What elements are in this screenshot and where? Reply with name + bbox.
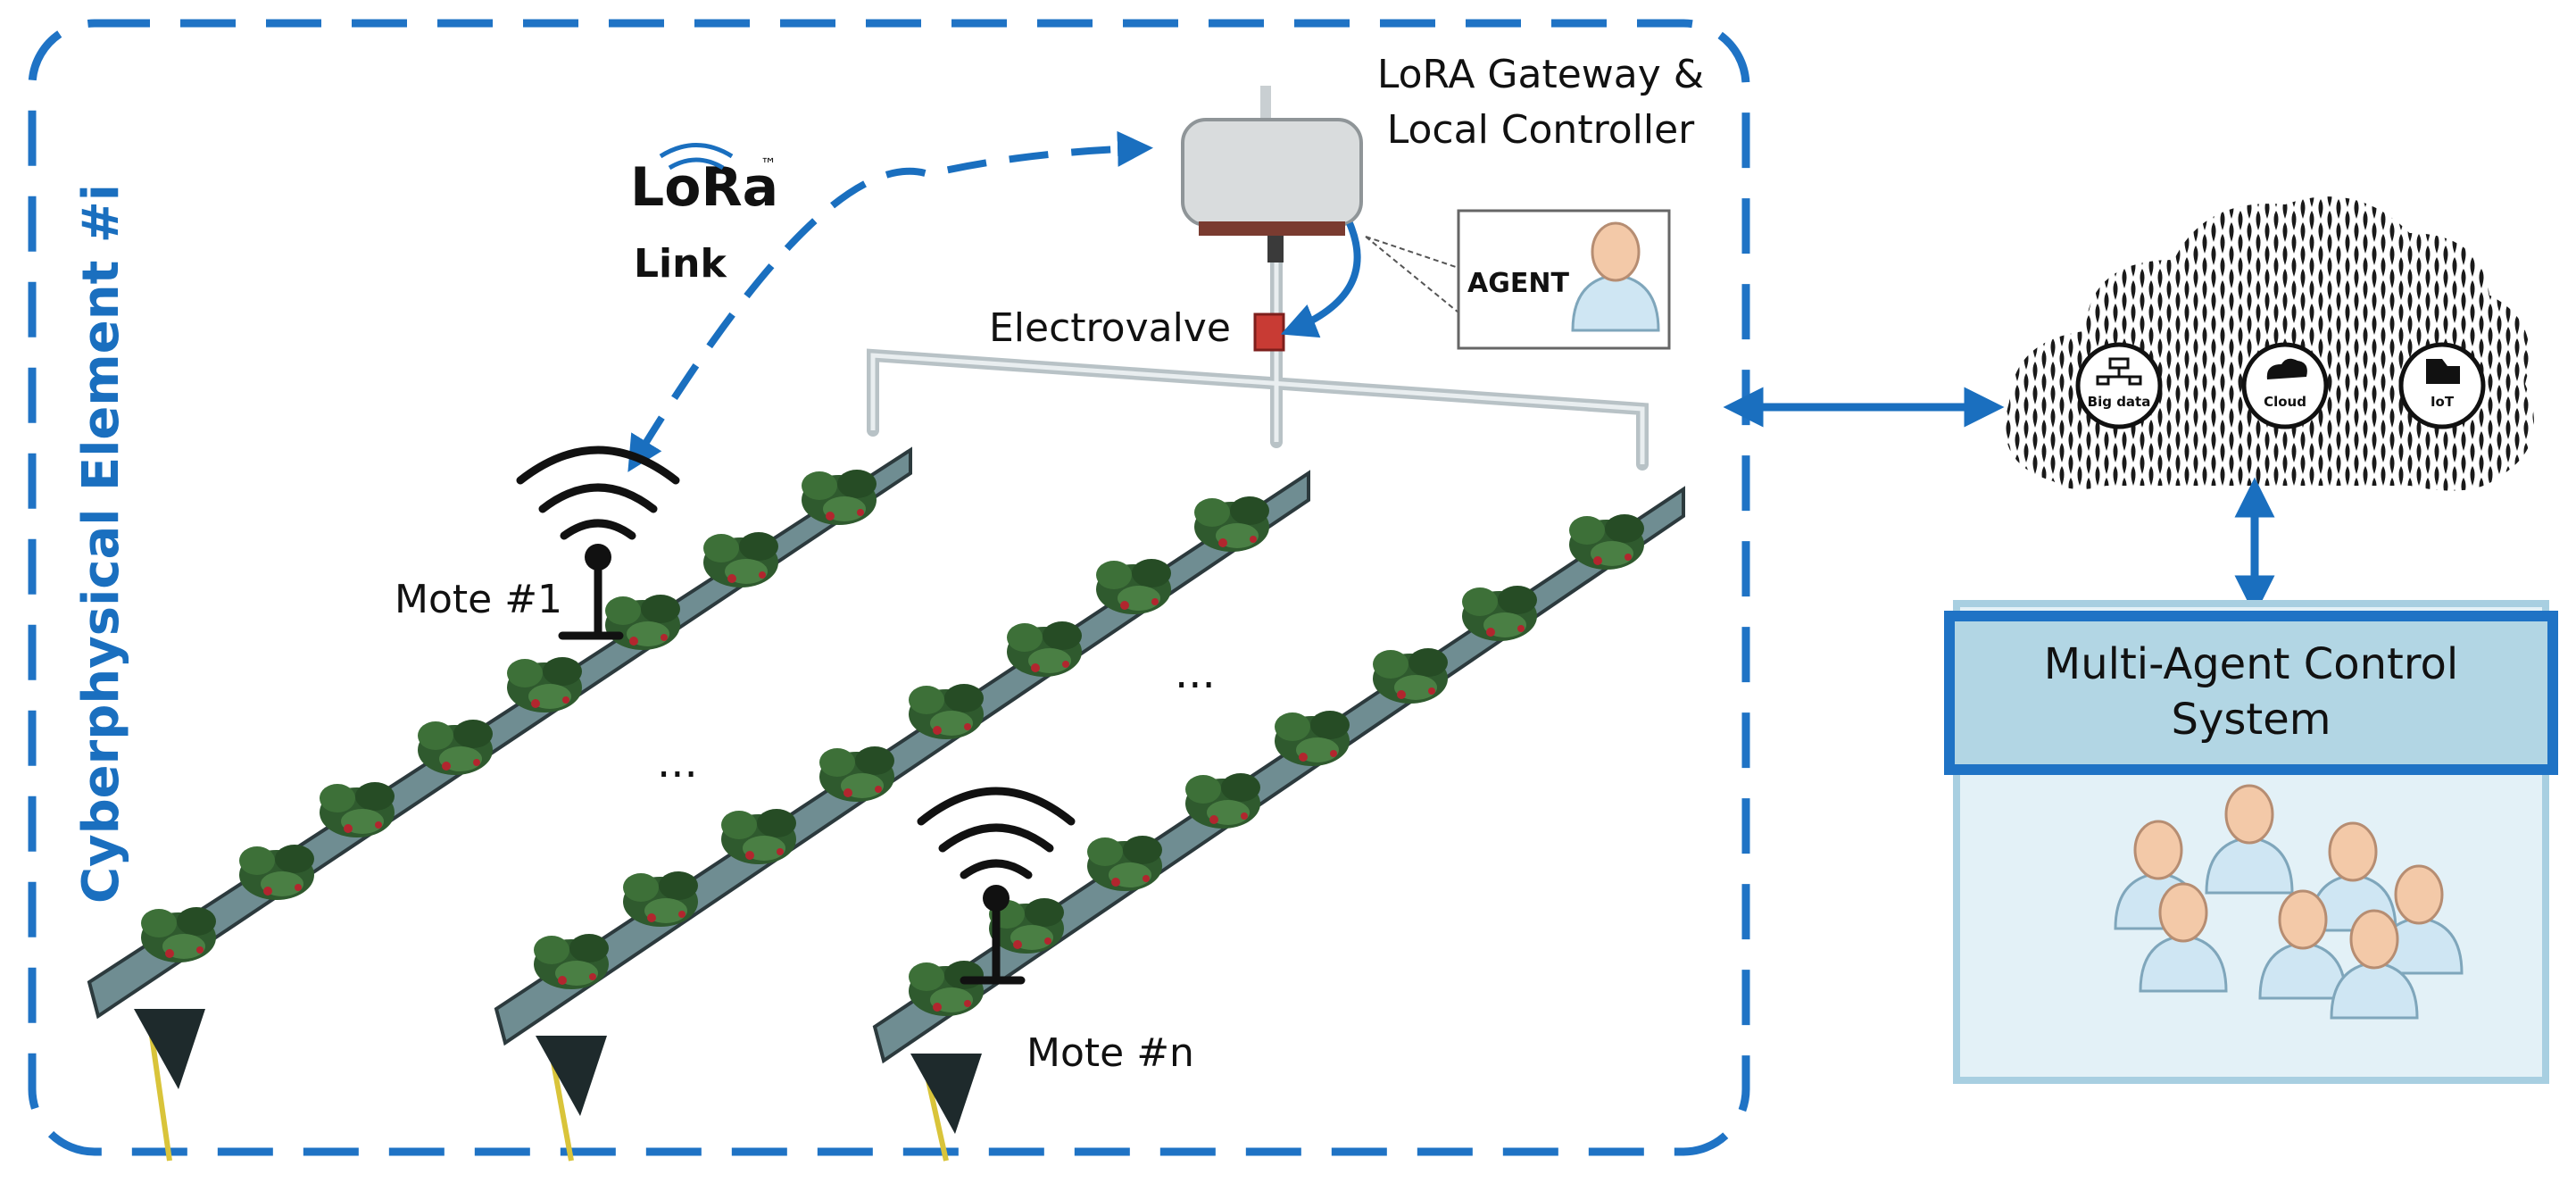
mote-n-label: Mote #n [1026, 1030, 1194, 1076]
gutter-row-1 [87, 446, 912, 1162]
gateway-to-valve-arrow [1280, 221, 1361, 338]
mas-header [1944, 611, 2558, 775]
cloud-item-iot: IoT [2398, 342, 2486, 429]
cloud-item-big-data: Big data [2075, 342, 2163, 429]
lora-tm: ™ [760, 155, 777, 174]
gutter-row-3 [872, 486, 1685, 1162]
folder-icon [2426, 359, 2460, 384]
cloud-icon [2266, 358, 2307, 379]
mote-1-label: Mote #1 [395, 577, 562, 622]
gutter-row-2 [494, 470, 1310, 1162]
lora-link-arrow [627, 130, 1153, 472]
gateway-label-line1: LoRA Gateway & [1377, 52, 1704, 97]
mas-title-line2: System [2172, 695, 2331, 745]
cyberphysical-element-title: Cyberphysical Element #i [72, 184, 130, 904]
lora-link-label: Link [634, 241, 727, 287]
lora-logo: LoRa [630, 156, 778, 219]
svg-text:Cloud: Cloud [2264, 394, 2306, 410]
mas-title-line1: Multi-Agent Control [2044, 639, 2458, 689]
ellipsis-rows-upper: ... [1175, 648, 1216, 698]
svg-text:Big data: Big data [2088, 394, 2151, 410]
gateway-label-line2: Local Controller [1387, 107, 1695, 153]
cloud-item-cloud: Cloud [2241, 342, 2329, 429]
electrovalve-label: Electrovalve [989, 305, 1231, 351]
gateway-box-icon [1181, 118, 1363, 227]
electrovalve-icon [1253, 312, 1285, 352]
cloud-shape [2003, 195, 2536, 493]
agent-label: AGENT [1467, 268, 1569, 299]
cyberphysical-element-frame [28, 19, 1750, 1156]
ellipsis-rows-lower: ... [657, 737, 698, 787]
svg-text:IoT: IoT [2431, 394, 2455, 410]
mote-n-icon [917, 787, 1076, 985]
network-icon [2096, 357, 2142, 386]
